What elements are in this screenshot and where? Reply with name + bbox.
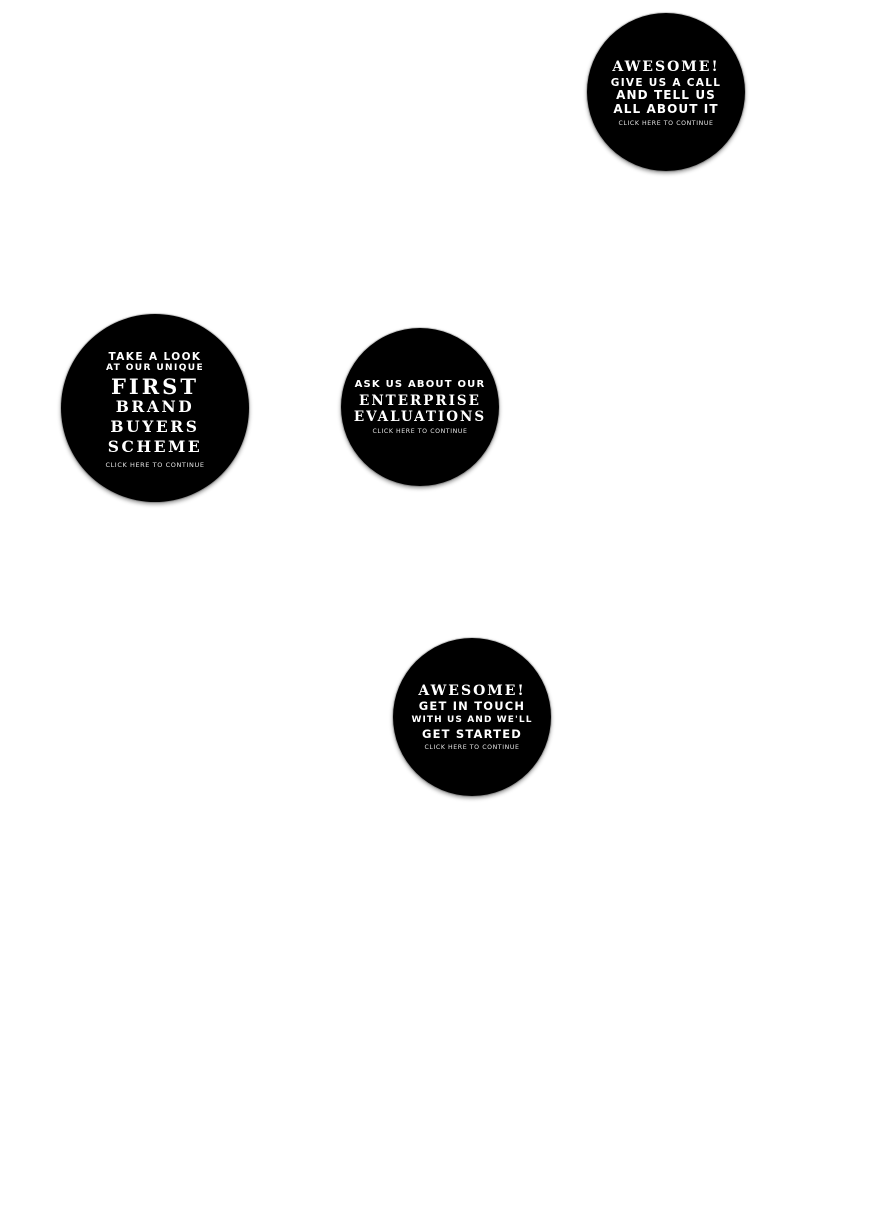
badge-text-line: AND TELL US bbox=[616, 88, 716, 103]
badge-text-line: AT OUR UNIQUE bbox=[105, 362, 205, 373]
click-to-continue-label: CLICK HERE TO CONTINUE bbox=[372, 427, 468, 435]
badge-text-line: GIVE US A CALL bbox=[610, 77, 722, 90]
badge-text-line: GET IN TOUCH bbox=[418, 699, 526, 714]
badge-headline: BRAND bbox=[115, 396, 195, 416]
badge-headline: BUYERS bbox=[110, 417, 200, 437]
badge-headline: ENTERPRISE bbox=[359, 392, 481, 409]
badge-headline: AWESOME! bbox=[612, 59, 720, 76]
badge-headline: SCHEME bbox=[107, 437, 203, 457]
click-to-continue-label: CLICK HERE TO CONTINUE bbox=[618, 119, 714, 127]
first-brand-buyers-scheme-badge-button[interactable]: TAKE A LOOK AT OUR UNIQUE FIRST BRAND BU… bbox=[61, 314, 249, 502]
click-to-continue-label: CLICK HERE TO CONTINUE bbox=[105, 461, 205, 470]
badge-text-line: TAKE A LOOK bbox=[108, 350, 202, 363]
badge-headline: EVALUATIONS bbox=[353, 408, 487, 425]
badge-text-line: WITH US AND WE'LL bbox=[411, 715, 533, 726]
enterprise-evaluations-badge-button[interactable]: ASK US ABOUT OUR ENTERPRISE EVALUATIONS … bbox=[341, 328, 499, 486]
badge-headline: AWESOME! bbox=[418, 683, 526, 700]
badge-headline: FIRST bbox=[111, 373, 199, 399]
badge-text-line: ALL ABOUT IT bbox=[613, 102, 719, 117]
get-in-touch-badge-button[interactable]: AWESOME! GET IN TOUCH WITH US AND WE'LL … bbox=[393, 638, 551, 796]
call-us-badge-button[interactable]: AWESOME! GIVE US A CALL AND TELL US ALL … bbox=[587, 13, 745, 171]
badge-text-line: GET STARTED bbox=[421, 726, 523, 741]
click-to-continue-label: CLICK HERE TO CONTINUE bbox=[424, 743, 520, 751]
badge-text-line: ASK US ABOUT OUR bbox=[354, 379, 486, 391]
